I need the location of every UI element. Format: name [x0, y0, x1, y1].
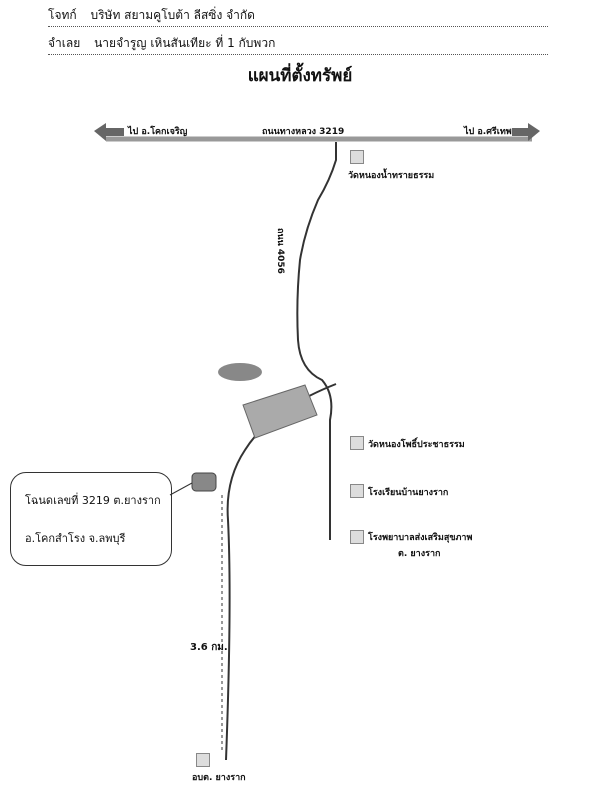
to-left-label: ไป อ.โคกเจริญ — [128, 127, 188, 137]
school-label: โรงเรียนบ้านยางราก — [368, 488, 449, 498]
hospital-sub-label: ต. ยางราก — [398, 549, 441, 559]
defendant-label: จำเลย — [48, 36, 81, 50]
hospital-icon — [350, 530, 364, 544]
left-arrow-icon — [94, 123, 124, 141]
hospital-label: โรงพยาบาลส่งเสริมสุขภาพ — [368, 533, 473, 543]
plaintiff-label: โจทก์ — [48, 8, 77, 22]
temple-icon — [350, 436, 364, 450]
road-to-office — [225, 383, 337, 761]
office-label: อบต. ยางราก — [192, 773, 246, 783]
property-plot — [242, 384, 318, 439]
callout-pointer — [169, 482, 193, 496]
trees-icon — [218, 363, 262, 381]
deed-callout: โฉนดเลขที่ 3219 ต.ยางราก อ.โคกสำโรง จ.ลพ… — [10, 472, 172, 566]
defendant-name: นายจำรูญ เหินสันเทียะ ที่ 1 กับพวก — [94, 36, 276, 50]
temple-icon — [350, 150, 364, 164]
highway-label: ถนนทางหลวง 3219 — [262, 127, 345, 137]
plaintiff-line: โจทก์ บริษัท สยามคูโบต้า ลีสซิ่ง จำกัด — [48, 6, 548, 27]
road-4056 — [296, 142, 337, 540]
office-icon — [196, 753, 210, 767]
school-icon — [350, 484, 364, 498]
deed-marker-icon — [191, 472, 217, 492]
defendant-line: จำเลย นายจำรูญ เหินสันเทียะ ที่ 1 กับพวก — [48, 34, 548, 55]
road-label: ถนน 4056 — [275, 228, 285, 274]
temple1-label: วัดหนองน้ำทรายธรรม — [348, 171, 435, 181]
deed-line2: อ.โคกสำโรง จ.ลพบุรี — [25, 532, 126, 545]
page-title: แผนที่ตั้งทรัพย์ — [247, 66, 353, 86]
temple2-label: วัดหนองโพธิ์ประชาธรรม — [368, 440, 465, 450]
distance-label: 3.6 กม. — [190, 642, 228, 653]
plaintiff-name: บริษัท สยามคูโบต้า ลีสซิ่ง จำกัด — [90, 8, 255, 22]
to-right-label: ไป อ.ศรีเทพ — [464, 127, 512, 137]
deed-line1: โฉนดเลขที่ 3219 ต.ยางราก — [25, 494, 161, 507]
right-arrow-icon — [512, 123, 540, 141]
